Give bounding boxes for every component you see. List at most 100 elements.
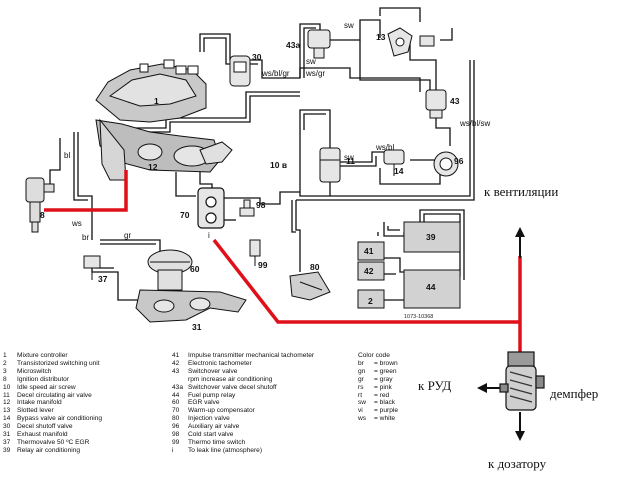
legend-left-key: 14: [3, 415, 11, 423]
mark-sw3: sw: [344, 153, 354, 162]
label-44: 44: [426, 282, 436, 292]
legend-left-row: 30 Decel shutoff valve: [3, 423, 102, 431]
mark-i: i: [208, 231, 210, 240]
legend-mid-text: EGR valve: [188, 399, 220, 407]
legend-left-text: Thermovalve 50 ºC EGR: [17, 438, 90, 446]
label-41: 41: [364, 246, 374, 256]
label-70: 70: [180, 210, 190, 220]
legend-left-text: Intake manifold: [17, 399, 62, 407]
legend-left-text: Exhaust manifold: [17, 431, 68, 439]
legend-left-key: 11: [3, 391, 10, 399]
legend-left-text: Ignition distributor: [17, 375, 70, 383]
switchover-valve-43: [425, 89, 447, 119]
legend-left-key: 2: [3, 359, 7, 367]
diagram-code: 1073-10368: [404, 314, 434, 320]
legend-left-text: Mixture controller: [17, 352, 68, 359]
color-code-key: gr: [358, 375, 364, 383]
legend-mid-text: Fuel pump relay: [188, 391, 236, 399]
bypass-valve: [383, 149, 405, 176]
label-1: 1: [154, 96, 159, 106]
color-code-text: = purple: [374, 407, 399, 415]
legend-left-text: Decel shutoff valve: [17, 423, 73, 431]
legend-mid-key: 60: [172, 399, 180, 407]
legend-mid-row: 43 Switchover valve: [172, 368, 314, 376]
warmup-compensator: [197, 187, 225, 229]
label-10b: 10 в: [270, 160, 287, 170]
color-code-row: rs= pink: [358, 384, 398, 392]
legend-left-text: Bypass valve air conditioning: [17, 415, 103, 423]
color-code-key: ws: [358, 415, 367, 423]
label-60: 60: [190, 264, 200, 274]
legend-left-key: 13: [3, 407, 11, 415]
legend-left-key: 30: [3, 423, 11, 431]
legend-left-text: Decel circulating air valve: [17, 391, 92, 399]
legend-left-key: 8: [3, 375, 7, 383]
mark-wsblsw: ws/bl/sw: [459, 119, 490, 128]
label-11: 11: [346, 156, 355, 166]
label-8: 8: [40, 210, 45, 220]
legend-left-row: 8 Ignition distributor: [3, 376, 102, 384]
legend-left-text: Slotted lever: [17, 407, 54, 415]
hose-color-marks: ws/bl/gr sw ws/gr sw ws/bl/sw sw ws/bl b…: [64, 21, 490, 242]
slotted-lever: [387, 27, 435, 57]
color-code-row: br= brown: [358, 360, 398, 368]
legend-left-key: 39: [3, 446, 11, 454]
label-43: 43: [450, 96, 460, 106]
color-code-key: gn: [358, 367, 366, 375]
annotation-damper: демпфер: [550, 386, 598, 401]
color-code-key: rt: [358, 391, 363, 399]
component-numbers: 1 2 8 10 в 11 12 13 14 30 31 37 39 41 42…: [40, 32, 464, 332]
thermo-time-switch: [249, 239, 261, 266]
mark-bl: bl: [64, 151, 70, 160]
label-98: 98: [256, 200, 266, 210]
legend-mid-text: To leak line (atmosphere): [188, 446, 263, 454]
label-13: 13: [376, 32, 386, 42]
label-96: 96: [454, 156, 464, 166]
color-code-row: gr= gray: [358, 376, 398, 384]
exhaust-manifold: [135, 289, 247, 323]
color-code-key: br: [358, 359, 364, 367]
legend-mid-key: 70: [172, 407, 180, 415]
label-99: 99: [258, 260, 268, 270]
label-30: 30: [252, 52, 262, 62]
color-code-row: rt= red: [358, 392, 398, 400]
label-31: 31: [192, 322, 202, 332]
ignition-distributor: [25, 177, 55, 233]
label-43a: 43a: [286, 40, 300, 50]
mark-sw2: sw: [344, 21, 354, 30]
legend-mid-text: Auxiliary air valve: [188, 423, 240, 431]
legend-mid-text: Warm-up compensator: [188, 407, 255, 415]
legend-mid-text: Switchover valve: [188, 367, 238, 375]
legend-mid-key: 43: [172, 367, 180, 375]
auxiliary-air-valve: [433, 151, 459, 177]
legend-left-row: 1 Mixture controller: [3, 352, 102, 360]
legend-mid-key: [172, 376, 188, 384]
annotation-rud: к РУД: [418, 378, 451, 393]
legend-left-text: Microswitch: [17, 367, 52, 375]
label-42: 42: [364, 266, 374, 276]
legend-left-key: 1: [3, 352, 7, 359]
decel-shutoff-valve: [229, 55, 251, 87]
intake-manifold: [95, 118, 233, 181]
switchover-valve-43a: [307, 29, 331, 59]
arrows: [477, 227, 525, 441]
color-code-row: sw= black: [358, 399, 398, 407]
egr-valve: [147, 249, 193, 291]
legend-mid-text: Switchover valve decel shutoff: [188, 383, 277, 391]
legend-mid-key: 99: [172, 438, 180, 446]
color-code-key: vi: [358, 407, 363, 415]
thermovalve-egr: [83, 255, 101, 280]
legend-mid-row: 60 EGR valve: [172, 399, 314, 407]
label-14: 14: [394, 166, 404, 176]
